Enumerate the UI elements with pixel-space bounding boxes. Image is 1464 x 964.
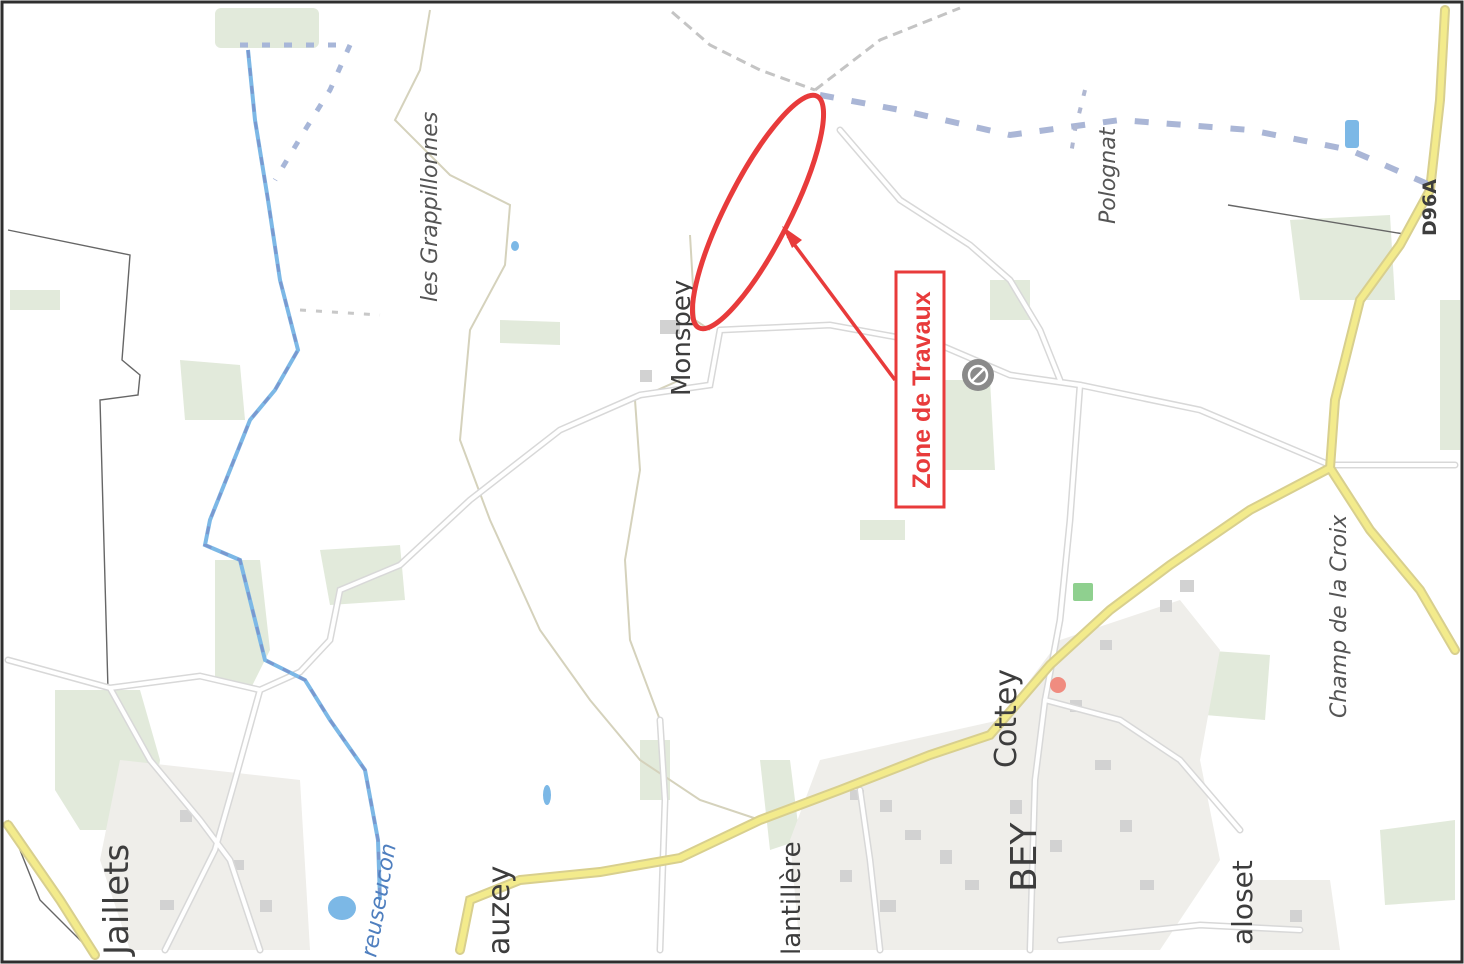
forest-patch bbox=[1200, 650, 1270, 720]
pond bbox=[511, 241, 519, 251]
green-marker-icon bbox=[1073, 583, 1093, 601]
forest-patch bbox=[500, 320, 560, 345]
building bbox=[850, 790, 864, 800]
stream-dotted bbox=[299, 308, 381, 317]
village-area bbox=[100, 760, 310, 950]
label-auzey: auzey bbox=[482, 866, 517, 955]
building bbox=[180, 810, 192, 822]
callout-arrow-line bbox=[786, 234, 897, 382]
callout-label: Zone de Travaux bbox=[908, 291, 936, 488]
forest-patch bbox=[940, 380, 995, 470]
forest-patch bbox=[760, 760, 800, 850]
forest-patch bbox=[10, 290, 60, 310]
forest-patch bbox=[1380, 820, 1455, 905]
work-zone-callout: Zone de Travaux bbox=[689, 92, 946, 509]
poi-layer bbox=[962, 359, 1093, 693]
pond bbox=[1345, 120, 1359, 148]
label-jaillets: Jaillets bbox=[97, 844, 137, 957]
river-dashes bbox=[203, 49, 382, 901]
minor-road bbox=[298, 328, 722, 674]
work-zone-ellipse bbox=[689, 92, 827, 332]
main-road bbox=[1327, 465, 1458, 653]
minor-road bbox=[108, 686, 262, 952]
building bbox=[660, 320, 680, 334]
building bbox=[1140, 880, 1154, 890]
building bbox=[880, 800, 892, 812]
callout-arrow-head bbox=[782, 226, 802, 248]
minor-road bbox=[1058, 922, 1302, 942]
minor-road bbox=[1043, 698, 1242, 832]
forest-patch bbox=[320, 545, 405, 605]
label-polognat: Polognat bbox=[1096, 126, 1121, 224]
minor-road bbox=[858, 788, 882, 952]
minor-road bbox=[658, 718, 668, 952]
building bbox=[1095, 760, 1111, 770]
building bbox=[1050, 840, 1062, 852]
main-road bbox=[457, 7, 1448, 953]
building bbox=[1100, 640, 1112, 650]
minor-road bbox=[838, 128, 1062, 382]
forest-patch bbox=[215, 560, 270, 690]
minor-roads bbox=[6, 128, 1457, 952]
callout-box bbox=[894, 270, 946, 509]
label-mantillere: lantillère bbox=[777, 841, 807, 955]
stream-dotted bbox=[240, 42, 354, 182]
track bbox=[393, 9, 761, 821]
building bbox=[940, 850, 952, 864]
red-marker-icon bbox=[1050, 677, 1066, 693]
forest-patch bbox=[215, 8, 319, 48]
pond bbox=[543, 785, 551, 805]
boundary-line bbox=[1227, 204, 1411, 236]
minor-road bbox=[163, 688, 262, 952]
poi-circle-icon-slash bbox=[970, 367, 986, 383]
forest-patch bbox=[1290, 215, 1395, 300]
poi-circle-icon-inner bbox=[967, 364, 989, 386]
building bbox=[965, 880, 979, 890]
forest-patch bbox=[180, 360, 245, 420]
pond bbox=[328, 896, 356, 920]
building bbox=[640, 370, 652, 382]
minor-road bbox=[718, 322, 1457, 467]
label-aloset: aloset bbox=[1226, 860, 1259, 945]
dashed-roads bbox=[671, 6, 961, 92]
building bbox=[1160, 600, 1172, 612]
village-area bbox=[790, 600, 1220, 950]
building bbox=[1120, 820, 1132, 832]
forest-patch bbox=[1440, 300, 1460, 450]
building bbox=[840, 870, 852, 882]
water-bodies bbox=[328, 120, 1359, 920]
building bbox=[160, 900, 174, 910]
building bbox=[230, 860, 244, 870]
dashed-road bbox=[814, 6, 961, 92]
river-layer bbox=[202, 42, 1432, 901]
dashed-road bbox=[671, 10, 816, 92]
minor-road bbox=[6, 658, 302, 693]
builtup-layer bbox=[100, 600, 1340, 950]
label-champ-croix: Champ de la Croix bbox=[1327, 514, 1352, 718]
label-d96a: D96A bbox=[1419, 179, 1441, 236]
building bbox=[880, 900, 896, 912]
forest-patch bbox=[860, 520, 905, 540]
stream-dotted bbox=[1068, 89, 1087, 161]
building bbox=[260, 900, 272, 912]
building bbox=[1180, 580, 1194, 592]
label-grappillonnes: les Grappillonnes bbox=[418, 112, 443, 302]
building bbox=[1010, 800, 1022, 814]
building bbox=[1290, 910, 1302, 922]
label-bey: BEY bbox=[1004, 822, 1045, 892]
main-road bbox=[5, 822, 98, 958]
label-cottey: Cottey bbox=[989, 669, 1024, 768]
main-roads bbox=[5, 7, 1458, 958]
building bbox=[905, 830, 921, 840]
boundary-line bbox=[7, 229, 141, 691]
